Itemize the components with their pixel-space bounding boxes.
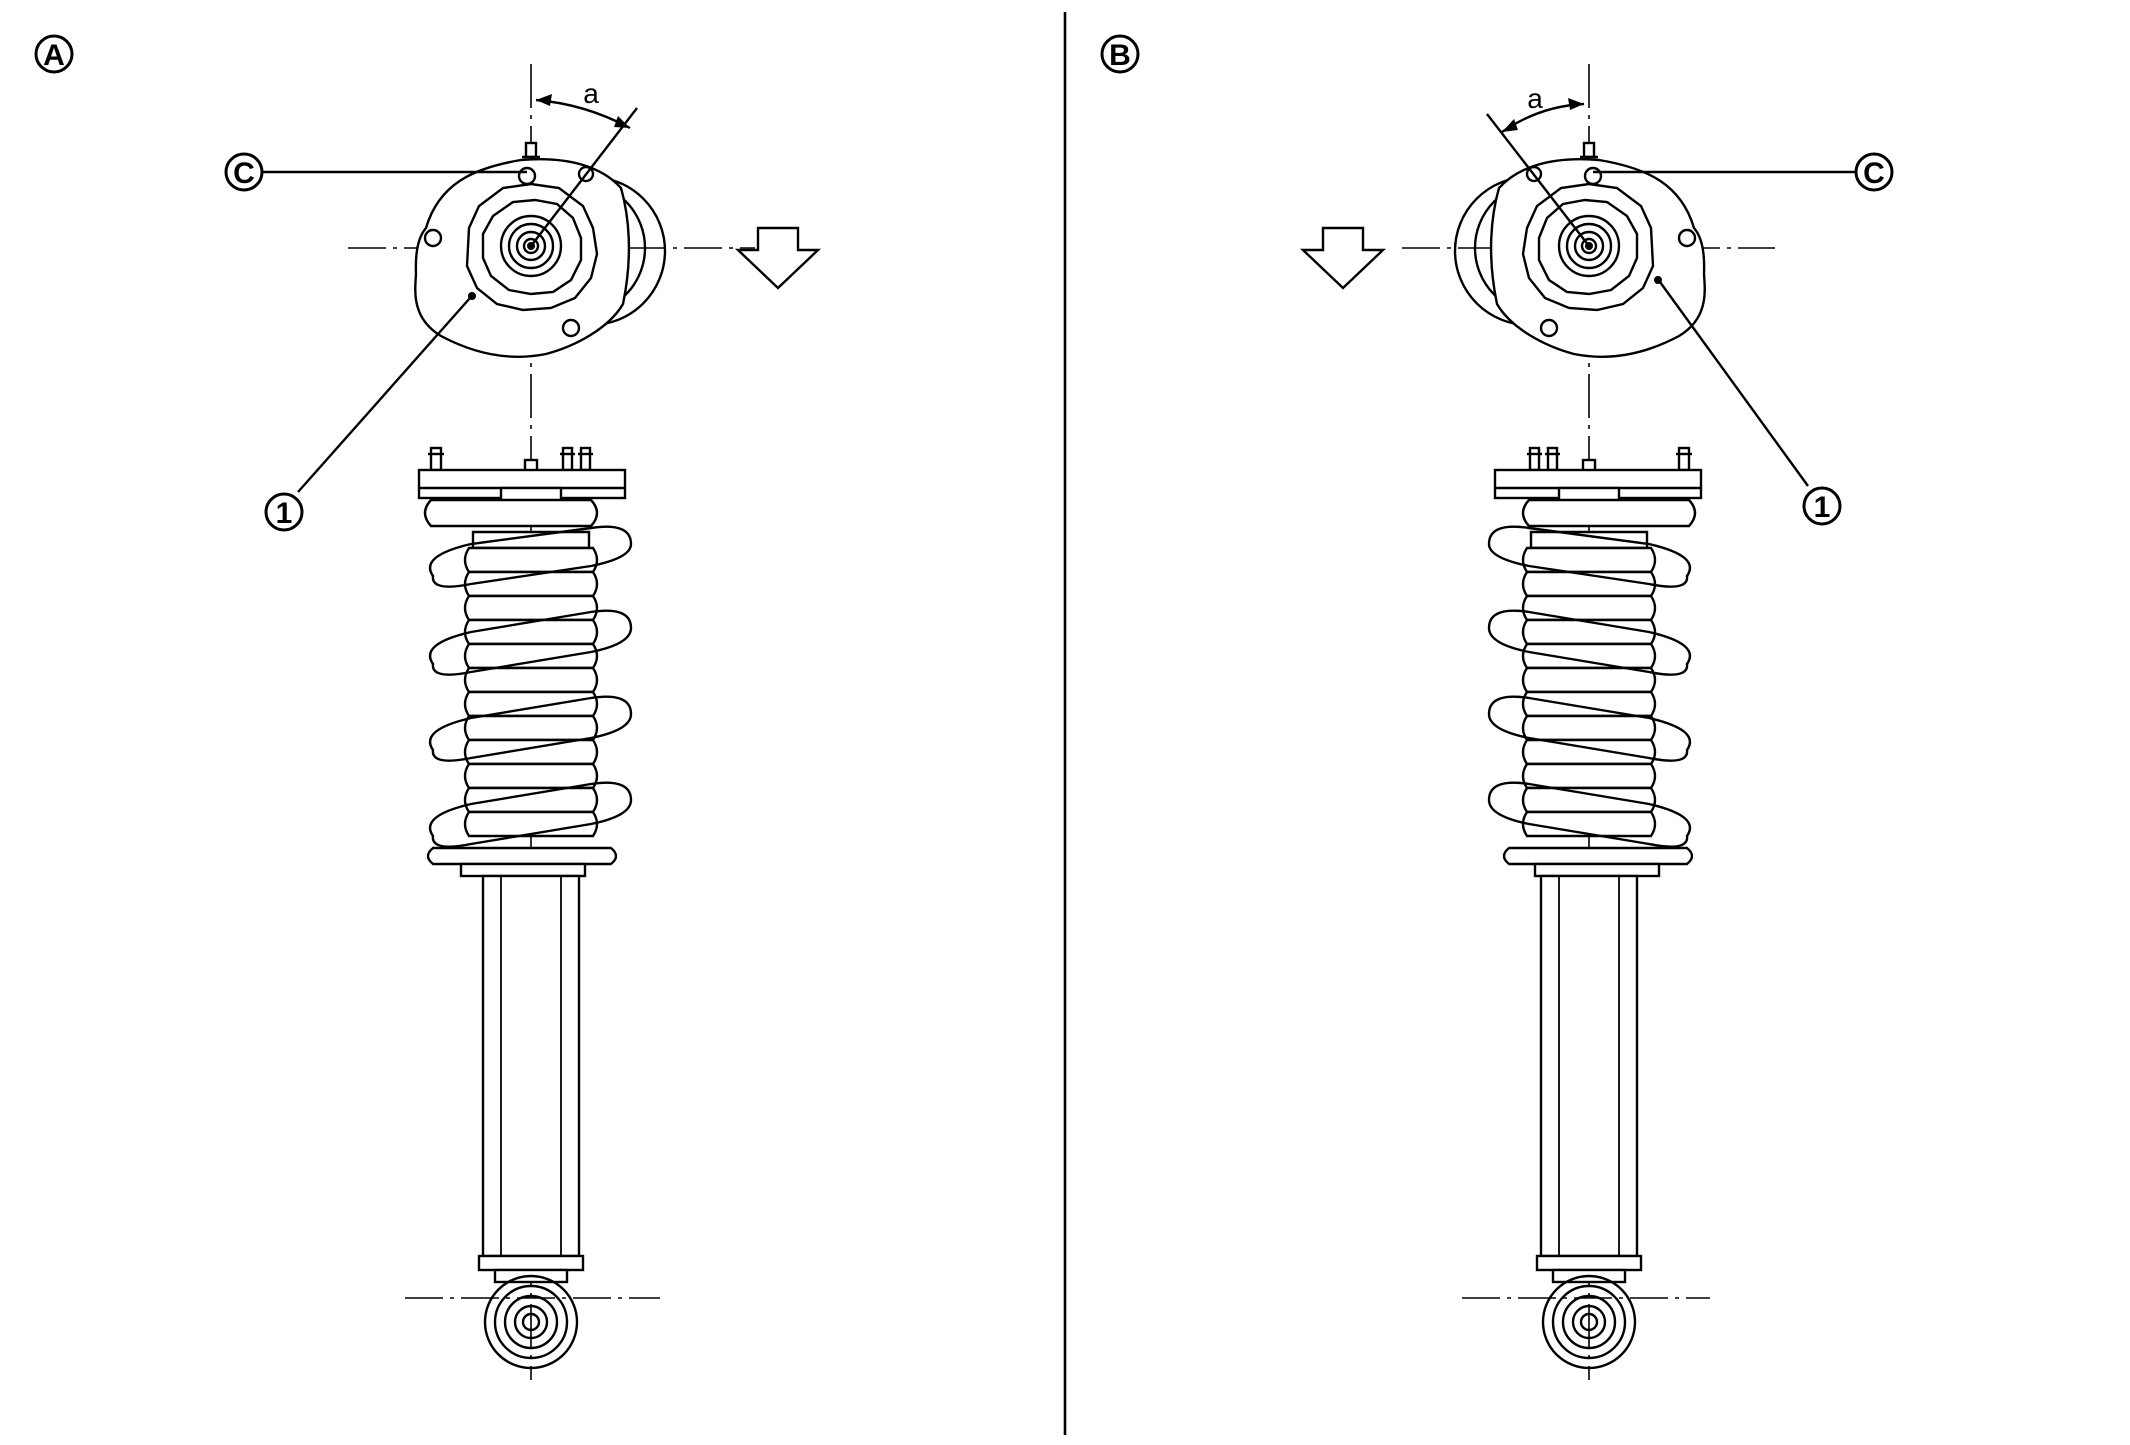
view-a-callout-1: 1 <box>264 492 304 532</box>
view-b-mount-insulator <box>1453 141 1706 359</box>
svg-text:1: 1 <box>276 497 293 530</box>
view-a-mount-insulator <box>414 141 667 359</box>
view-b-callout-c: C <box>1854 152 1894 192</box>
view-a-label-badge: A <box>34 34 74 74</box>
view-a-panel: A a C 1 <box>34 34 820 1380</box>
view-a-angle-label: a <box>583 78 599 109</box>
svg-text:C: C <box>1863 157 1885 190</box>
view-b-panel: B a C 1 <box>1100 34 1894 1380</box>
view-b-angle-label: a <box>1527 83 1543 114</box>
svg-text:1: 1 <box>1814 491 1831 524</box>
view-a-strut-assembly <box>417 446 633 1370</box>
view-b-strut-assembly <box>1487 446 1703 1370</box>
view-b-front-arrow <box>1301 226 1385 290</box>
view-b-label-badge: B <box>1100 34 1140 74</box>
view-a-label: A <box>43 39 65 72</box>
view-a-callout-c: C <box>224 152 264 192</box>
view-b-callout-1: 1 <box>1802 486 1842 526</box>
view-b-label: B <box>1109 39 1131 72</box>
svg-text:C: C <box>233 157 255 190</box>
view-a-front-arrow <box>736 226 820 290</box>
